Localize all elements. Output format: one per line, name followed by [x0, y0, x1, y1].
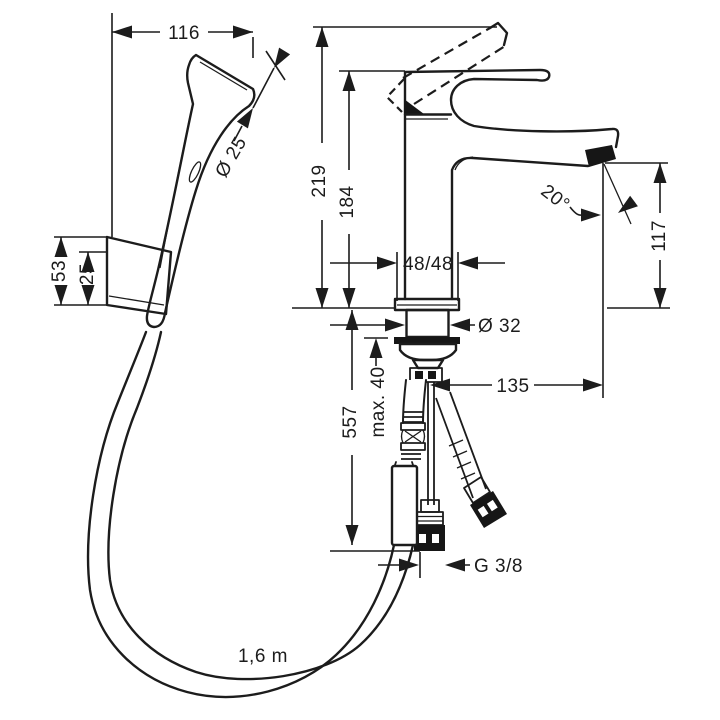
handle-raised-dashed-top [402, 27, 491, 79]
dimension-20deg: 20° [537, 181, 601, 222]
faucet-drawing [385, 21, 638, 301]
dim-label-20deg: 20° [537, 181, 574, 216]
dim-label-557: 557 [340, 405, 361, 438]
dimension-116: 116 [111, 13, 254, 237]
threaded-shank [405, 308, 450, 339]
sprayer-holder-lip [108, 295, 165, 306]
washer [394, 337, 460, 344]
dimension-o32: Ø 32 [330, 316, 521, 337]
handle-pivot-wedge [404, 99, 424, 114]
dim-label-g38: G 3/8 [474, 556, 523, 577]
diagonal-g38-nut [470, 491, 507, 528]
dim-label-219: 219 [309, 164, 330, 197]
spout-inner-corner-line [454, 156, 474, 171]
dimension-557: 557 [330, 310, 420, 552]
bracket-hole-left [415, 371, 423, 379]
supply-connector-collar [420, 499, 440, 513]
mounting-nut [398, 342, 458, 362]
g38-nut-hole-left [419, 534, 426, 543]
water-stream-line [603, 163, 632, 225]
supply-hose-diagonal [435, 391, 487, 499]
dim-label-25: 25 [77, 263, 98, 285]
handle-raised-tip-cap [488, 21, 509, 47]
supply-connector-bands [416, 511, 444, 526]
dim-label-48-48: 48/48 [403, 254, 453, 275]
dim-label-hose-length: 1,6 m [238, 646, 288, 667]
dim-label-184: 184 [337, 185, 358, 218]
sprayer-handle-inner-line [159, 111, 192, 269]
dim-label-116: 116 [168, 23, 200, 44]
hose-outer-edge [86, 330, 396, 699]
diagonal-hose-bands [448, 439, 476, 480]
handle-raised-dashed-bottom [413, 45, 506, 105]
faucet-left-edge-and-handle [403, 68, 620, 301]
shower-hose-loop [86, 330, 415, 699]
hose-sleeve [390, 464, 419, 547]
dimension-219: 219 [309, 26, 497, 308]
dimension-25: 25 [77, 251, 108, 305]
mounting-assembly [390, 297, 507, 551]
pullout-hose-bands-top [403, 411, 423, 423]
aerator-tip [585, 145, 616, 167]
supply-connector-band-lines [417, 515, 443, 522]
dim-label-53: 53 [49, 260, 70, 282]
nut-lower-fitting [411, 358, 445, 370]
baluster-collar-bottom [400, 442, 426, 451]
dim-label-117: 117 [649, 220, 670, 252]
dimension-g38: G 3/8 [378, 552, 523, 578]
sprayer-holder [105, 235, 173, 316]
diagonal-connector-collar [463, 476, 491, 504]
dim-label-135: 135 [496, 376, 529, 397]
dimension-o25: Ø 25 [212, 47, 291, 181]
hose-inner-edge [107, 330, 415, 681]
dim-label-max40: max. 40 [368, 366, 389, 437]
dimension-53: 53 [49, 236, 108, 306]
baluster-collar-top [400, 422, 426, 431]
sprayer-body-outline [145, 53, 256, 329]
faucet-spout-underside [450, 156, 590, 301]
dimension-117: 117 [605, 162, 670, 309]
hand-sprayer-drawing [105, 53, 256, 329]
g38-nut-hole-right [432, 534, 439, 543]
dimension-48-48: 48/48 [330, 252, 505, 301]
dimension-184: 184 [337, 70, 405, 308]
supply-g38-nut [414, 525, 445, 551]
handle-raised-pivot-dashes [385, 78, 405, 113]
water-stream-arrow [618, 195, 638, 213]
sprayer-face-inner-line [199, 61, 248, 91]
dimension-135: 135 [430, 376, 603, 397]
supply-hose-straight [427, 382, 435, 505]
hose-sleeve-fill [392, 466, 417, 545]
diagonal-nut-holes [477, 499, 498, 518]
pullout-hose-edges [402, 379, 427, 424]
dim-label-o32: Ø 32 [478, 316, 521, 337]
pullout-hose-bands-bottom [401, 453, 421, 460]
bracket-hole-right [428, 371, 436, 379]
dimension-max40: max. 40 [364, 337, 389, 438]
sprayer-mode-slider [188, 161, 202, 183]
baluster-waist [400, 429, 426, 444]
